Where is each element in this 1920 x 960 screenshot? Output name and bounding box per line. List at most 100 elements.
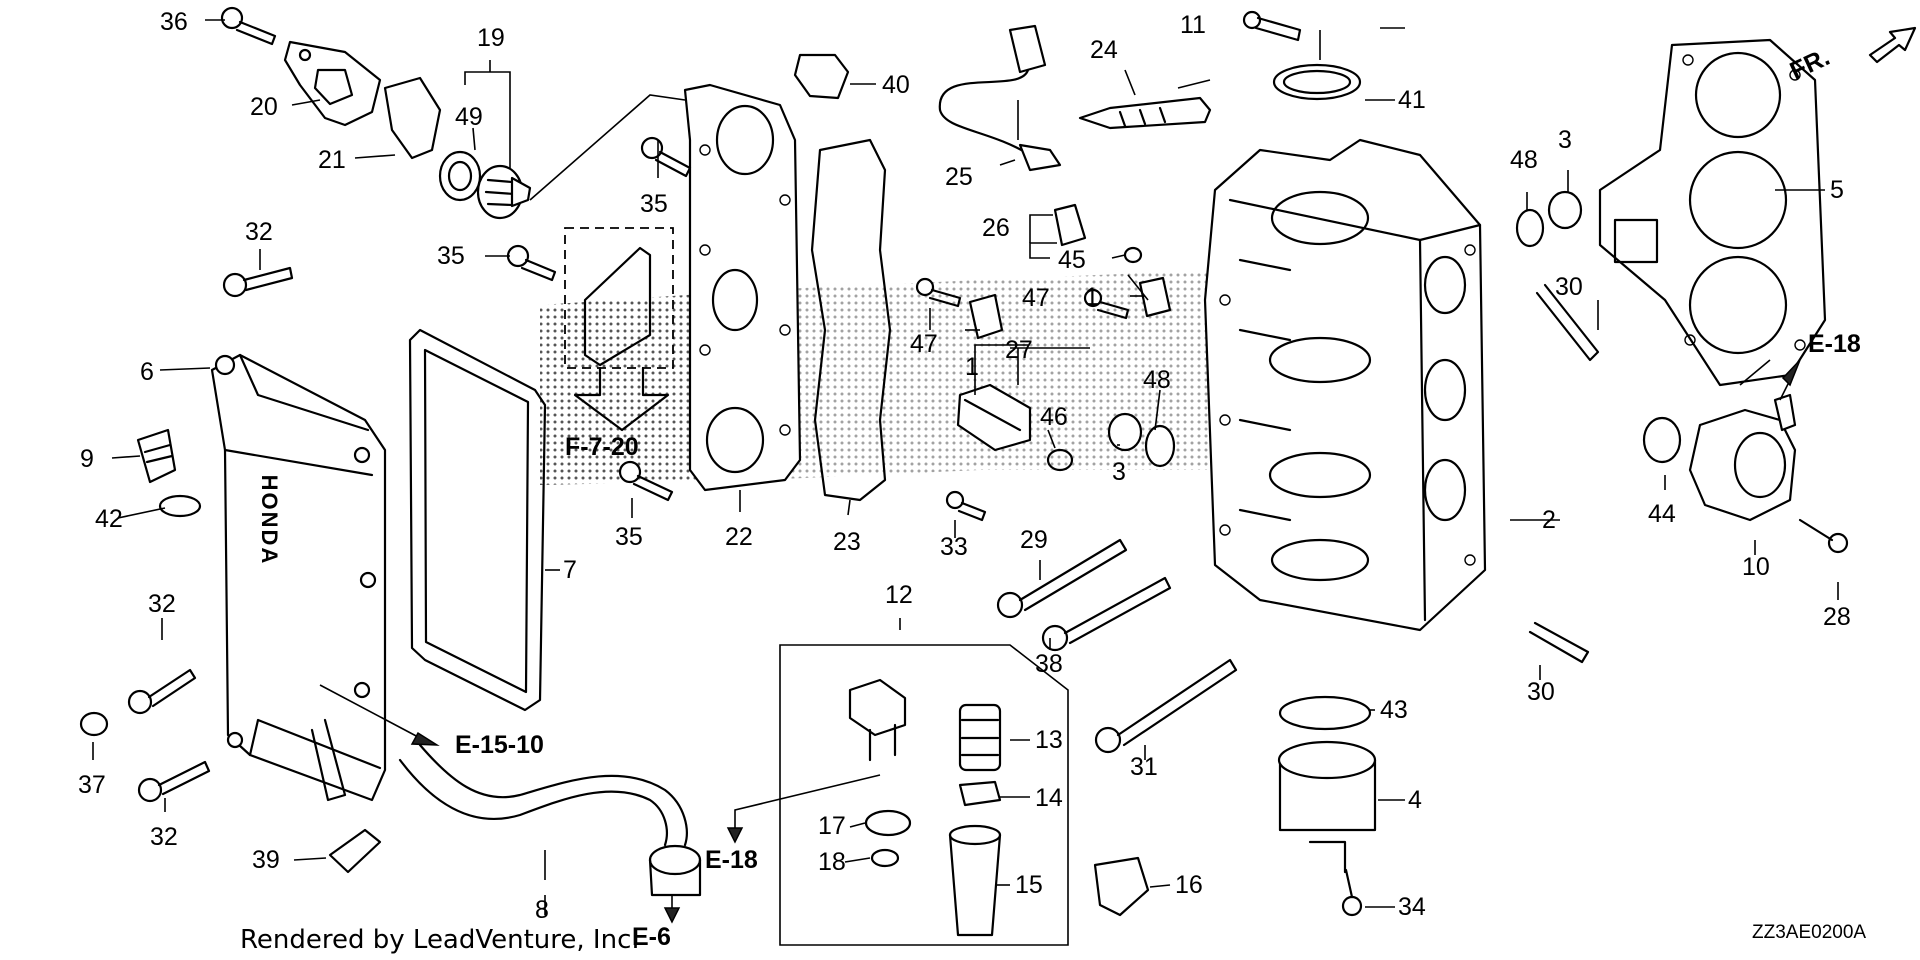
callout-9: 9: [80, 445, 94, 473]
callout-32a: 32: [245, 218, 273, 246]
callout-19: 19: [477, 24, 505, 52]
callout-35c: 35: [615, 523, 643, 551]
callout-48b: 48: [1510, 146, 1538, 174]
callout-12: 12: [885, 581, 913, 609]
callout-24: 24: [1090, 36, 1118, 64]
part-40-clip: [793, 53, 850, 100]
part-11-bolt: [1242, 10, 1302, 42]
callout-26: 26: [982, 214, 1010, 242]
ref-e-18-right-label: E-18: [1808, 330, 1861, 358]
part-49-seal: [438, 150, 482, 202]
part-10-housing: [1688, 393, 1797, 522]
part-19-thermostat: [476, 164, 532, 220]
part-5-head-gasket: [1598, 38, 1827, 387]
reference-e-6: E-6: [632, 895, 681, 951]
part-9-oil-filler-cap: [136, 428, 177, 484]
part-43-o-ring: [1278, 695, 1372, 731]
ref-e-6-label: E-6: [632, 923, 671, 951]
group-12-box: [779, 644, 1069, 946]
callout-35b: 35: [437, 242, 465, 270]
callout-22: 22: [725, 523, 753, 551]
callout-7: 7: [563, 556, 577, 584]
part-25-sensor: [938, 24, 1062, 172]
part-47-bolts: [915, 277, 1130, 320]
callout-3b: 3: [1558, 126, 1572, 154]
part-34-bolt: [1341, 868, 1363, 917]
callout-1a: 1: [965, 353, 979, 381]
callout-47b: 47: [1022, 284, 1050, 312]
part-41-seal: [1272, 63, 1362, 101]
credit-text: Rendered by LeadVenture, Inc.: [240, 925, 640, 955]
callout-34: 34: [1398, 893, 1426, 921]
callout-32b: 32: [148, 590, 176, 618]
part-22-exhaust-cover: [683, 83, 802, 492]
callout-14: 14: [1035, 784, 1063, 812]
part-44-o-ring: [1642, 416, 1682, 464]
callout-16: 16: [1175, 871, 1203, 899]
callout-21: 21: [318, 146, 346, 174]
ref-e-18-center-label: E-18: [705, 846, 758, 874]
part-46-o-ring: [1046, 448, 1074, 472]
part-35-bolts: [506, 136, 692, 502]
callout-25: 25: [945, 163, 973, 191]
part-3-seal: [1107, 190, 1583, 452]
part-39-clip: [328, 828, 382, 874]
part-bracket-f-7-20: [564, 227, 674, 432]
leader-lines: [92, 19, 1839, 915]
callout-45: 45: [1058, 246, 1086, 274]
part-42-o-ring: [158, 494, 202, 518]
callout-20: 20: [250, 93, 278, 121]
part-29-38-31-bolts: [996, 538, 1238, 754]
part-36-bolt: [220, 6, 277, 46]
callout-49: 49: [455, 103, 483, 131]
callout-10: 10: [1742, 553, 1770, 581]
part-26-sensor: [1053, 203, 1087, 247]
part-37-grommet: [79, 711, 109, 737]
callout-38: 38: [1035, 650, 1063, 678]
callout-6: 6: [140, 358, 154, 386]
callout-5: 5: [1830, 176, 1844, 204]
callout-47a: 47: [910, 330, 938, 358]
callout-33: 33: [940, 533, 968, 561]
part-32-bolts: [127, 266, 294, 803]
reference-e-18-center: E-18: [705, 774, 881, 874]
callout-36: 36: [160, 8, 188, 36]
callout-37: 37: [78, 771, 106, 799]
callout-8: 8: [535, 896, 549, 924]
callout-41: 41: [1398, 86, 1426, 114]
callout-43: 43: [1380, 696, 1408, 724]
reference-e-18-right: E-18: [1779, 330, 1861, 401]
reference-e-15-10: E-15-10: [319, 684, 544, 759]
callout-46: 46: [1040, 403, 1068, 431]
callout-numbers: 36 20 21 49 19 32 6 9 42 32 37 32 39 7 8…: [78, 8, 1851, 924]
part-15-tube: [948, 824, 1002, 937]
callout-44: 44: [1648, 500, 1676, 528]
callout-4: 4: [1408, 786, 1422, 814]
callout-35a: 35: [640, 190, 668, 218]
honda-logo: HONDA: [257, 475, 282, 566]
drawing-code: ZZ3AE0200A: [1752, 922, 1866, 943]
part-6-cylinder-head-cover: HONDA: [210, 353, 387, 802]
reference-f-7-20: F-7-20: [565, 433, 639, 461]
callout-23: 23: [833, 528, 861, 556]
callout-3a: 3: [1112, 458, 1126, 486]
part-45-washer: [1123, 246, 1143, 264]
callout-18: 18: [818, 848, 846, 876]
part-28-bolt: [1798, 518, 1849, 554]
callout-11: 11: [1180, 11, 1206, 39]
part-12-connector: [848, 678, 907, 762]
part-23-gasket: [810, 138, 892, 502]
callout-1b: 1: [1085, 283, 1099, 311]
callout-2: 2: [1542, 506, 1556, 534]
part-16-clip: [1093, 856, 1150, 917]
part-33-bolt: [945, 490, 987, 522]
part-4-sleeve: [1277, 740, 1377, 874]
part-7-cover-gasket: [408, 328, 547, 712]
part-13-filter: [958, 703, 1002, 772]
part-30-studs: [1528, 283, 1600, 664]
part-18-o-ring: [870, 848, 900, 868]
part-48-seal: [1144, 208, 1545, 468]
part-24-spark-plug: [1078, 96, 1212, 130]
callout-15: 15: [1015, 871, 1043, 899]
